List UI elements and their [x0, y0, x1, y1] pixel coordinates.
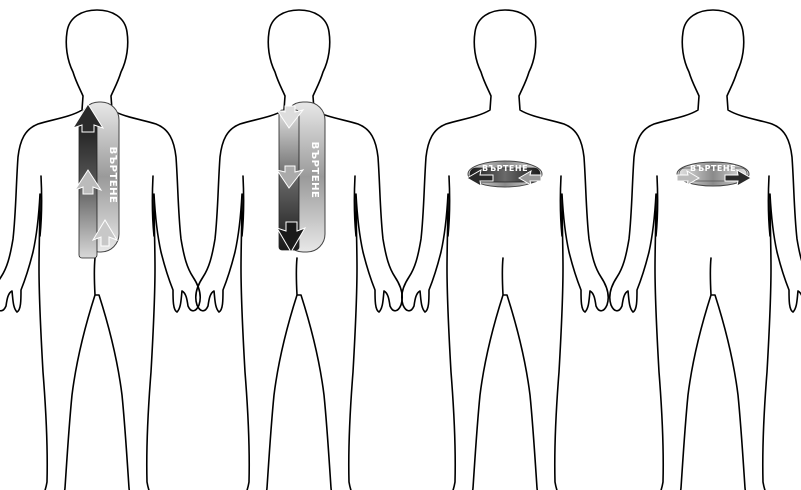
human-figure-4: ВЪРТЕНЕ — [610, 10, 801, 490]
band-label: ВЪРТЕНЕ — [309, 142, 320, 199]
body-silhouette — [402, 10, 608, 490]
human-figure-2: ВЪРТЕНЕ — [196, 10, 402, 490]
rotation-band-horizontal-left: ВЪРТЕНЕ — [467, 161, 542, 187]
band-label: ВЪРТЕНЕ — [107, 147, 118, 204]
human-figure-1: ВЪРТЕНЕ — [0, 10, 200, 490]
rotation-band-horizontal-right: ВЪРТЕНЕ — [677, 162, 751, 186]
human-figure-3: ВЪРТЕНЕ — [402, 10, 608, 490]
rotation-band-vertical-up: ВЪРТЕНЕ — [73, 102, 119, 258]
band-label: ВЪРТЕНЕ — [690, 164, 736, 173]
band-label: ВЪРТЕНЕ — [482, 164, 528, 173]
rotation-band-vertical-down: ВЪРТЕНЕ — [277, 102, 325, 252]
body-silhouette — [610, 10, 801, 490]
